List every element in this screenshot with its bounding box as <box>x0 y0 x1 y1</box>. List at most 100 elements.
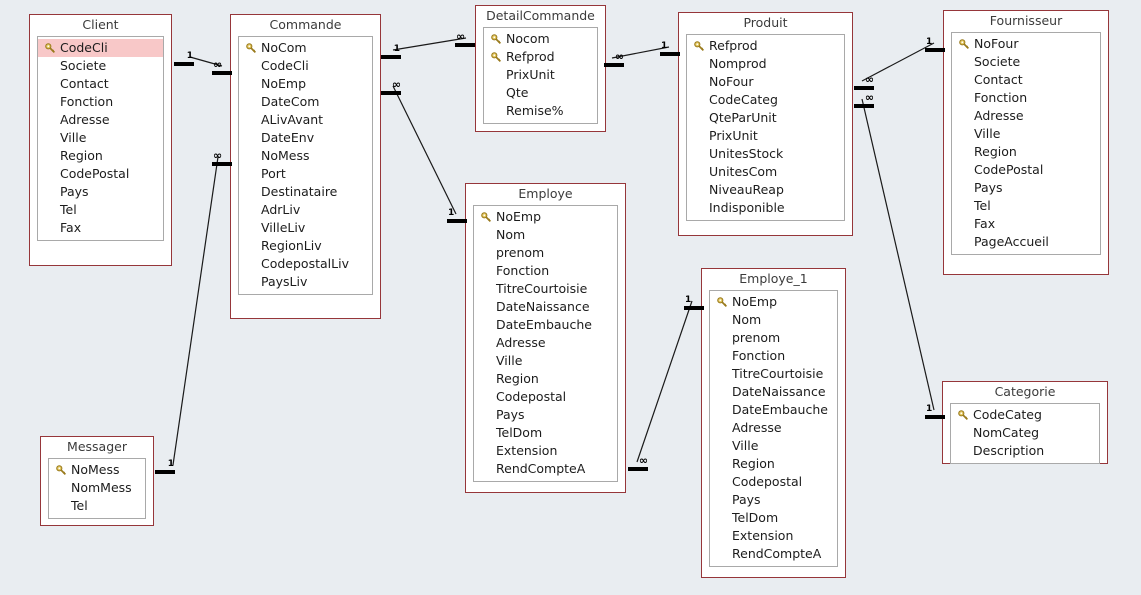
field-row[interactable]: Tel <box>952 197 1100 215</box>
field-row[interactable]: Ville <box>952 125 1100 143</box>
field-row[interactable]: RendCompteA <box>710 545 837 563</box>
field-row[interactable]: CodepostalLiv <box>239 255 372 273</box>
field-row[interactable]: Pays <box>38 183 163 201</box>
field-row[interactable]: Nom <box>710 311 837 329</box>
field-row[interactable]: CodeCli <box>38 39 163 57</box>
field-row[interactable]: Remise% <box>484 102 597 120</box>
field-row[interactable]: Destinataire <box>239 183 372 201</box>
field-row[interactable]: CodeCateg <box>951 406 1099 424</box>
table-title-categorie[interactable]: Categorie <box>994 384 1056 399</box>
field-row[interactable]: DateCom <box>239 93 372 111</box>
table-title-detailcommande[interactable]: DetailCommande <box>486 8 595 23</box>
field-row[interactable]: TitreCourtoisie <box>710 365 837 383</box>
table-title-commande[interactable]: Commande <box>269 17 342 32</box>
relationship-line-employe-commande[interactable] <box>392 85 457 215</box>
field-row[interactable]: NoEmp <box>710 293 837 311</box>
table-title-employe_1[interactable]: Employe_1 <box>739 271 808 286</box>
field-row[interactable]: RegionLiv <box>239 237 372 255</box>
field-row[interactable]: Region <box>710 455 837 473</box>
field-row[interactable]: NoFour <box>687 73 844 91</box>
field-row[interactable]: Ville <box>38 129 163 147</box>
field-row[interactable]: prenom <box>710 329 837 347</box>
field-row[interactable]: DateEnv <box>239 129 372 147</box>
field-row[interactable]: Pays <box>474 406 617 424</box>
field-row[interactable]: CodeCateg <box>687 91 844 109</box>
field-row[interactable]: NomMess <box>49 479 145 497</box>
field-row[interactable]: DateEmbauche <box>710 401 837 419</box>
field-row[interactable]: Societe <box>952 53 1100 71</box>
field-row[interactable]: UnitesCom <box>687 163 844 181</box>
field-row[interactable]: DateNaissance <box>474 298 617 316</box>
field-row[interactable]: CodePostal <box>38 165 163 183</box>
field-row[interactable]: Nomprod <box>687 55 844 73</box>
field-row[interactable]: Codepostal <box>474 388 617 406</box>
table-title-client[interactable]: Client <box>82 17 119 32</box>
field-row[interactable]: CodePostal <box>952 161 1100 179</box>
field-row[interactable]: Pays <box>710 491 837 509</box>
relationship-line-messager-commande[interactable] <box>172 156 219 466</box>
field-row[interactable]: Extension <box>474 442 617 460</box>
field-row[interactable]: Refprod <box>484 48 597 66</box>
field-row[interactable]: Nocom <box>484 30 597 48</box>
field-row[interactable]: Port <box>239 165 372 183</box>
field-row[interactable]: Societe <box>38 57 163 75</box>
field-row[interactable]: Adresse <box>952 107 1100 125</box>
table-title-fournisseur[interactable]: Fournisseur <box>989 13 1063 28</box>
field-row[interactable]: Adresse <box>38 111 163 129</box>
field-row[interactable]: NoEmp <box>239 75 372 93</box>
field-row[interactable]: QteParUnit <box>687 109 844 127</box>
field-row[interactable]: Region <box>952 143 1100 161</box>
field-row[interactable]: Nom <box>474 226 617 244</box>
field-row[interactable]: prenom <box>474 244 617 262</box>
field-row[interactable]: Adresse <box>710 419 837 437</box>
field-row[interactable]: Description <box>951 442 1099 460</box>
table-title-employe[interactable]: Employe <box>518 186 573 201</box>
field-row[interactable]: CodeCli <box>239 57 372 75</box>
field-row[interactable]: RendCompteA <box>474 460 617 478</box>
field-row[interactable]: Refprod <box>687 37 844 55</box>
field-row[interactable]: Fonction <box>710 347 837 365</box>
field-row[interactable]: Region <box>474 370 617 388</box>
field-row[interactable]: NiveauReap <box>687 181 844 199</box>
field-row[interactable]: PrixUnit <box>484 66 597 84</box>
field-row[interactable]: Fax <box>952 215 1100 233</box>
field-row[interactable]: TelDom <box>474 424 617 442</box>
field-row[interactable]: PageAccueil <box>952 233 1100 251</box>
relationship-line-fournisseur-produit[interactable] <box>861 42 935 82</box>
field-row[interactable]: Fonction <box>474 262 617 280</box>
field-row[interactable]: PaysLiv <box>239 273 372 291</box>
relationship-line-client-commande[interactable] <box>189 56 223 67</box>
field-row[interactable]: Adresse <box>474 334 617 352</box>
field-row[interactable]: Tel <box>38 201 163 219</box>
field-row[interactable]: DateNaissance <box>710 383 837 401</box>
field-row[interactable]: Fonction <box>952 89 1100 107</box>
relationship-line-commande-detailcommande[interactable] <box>392 37 467 51</box>
table-title-messager[interactable]: Messager <box>67 439 127 454</box>
field-row[interactable]: NoMess <box>49 461 145 479</box>
field-row[interactable]: PrixUnit <box>687 127 844 145</box>
field-row[interactable]: Contact <box>38 75 163 93</box>
field-row[interactable]: TelDom <box>710 509 837 527</box>
field-row[interactable]: Ville <box>474 352 617 370</box>
field-row[interactable]: Pays <box>952 179 1100 197</box>
field-row[interactable]: NoFour <box>952 35 1100 53</box>
field-row[interactable]: ALivAvant <box>239 111 372 129</box>
field-row[interactable]: Extension <box>710 527 837 545</box>
field-row[interactable]: Region <box>38 147 163 165</box>
field-row[interactable]: NoEmp <box>474 208 617 226</box>
relationship-line-employe1-employe[interactable] <box>636 300 693 463</box>
field-row[interactable]: Contact <box>952 71 1100 89</box>
table-title-produit[interactable]: Produit <box>743 15 788 30</box>
field-row[interactable]: Tel <box>49 497 145 515</box>
field-row[interactable]: Ville <box>710 437 837 455</box>
field-row[interactable]: Codepostal <box>710 473 837 491</box>
